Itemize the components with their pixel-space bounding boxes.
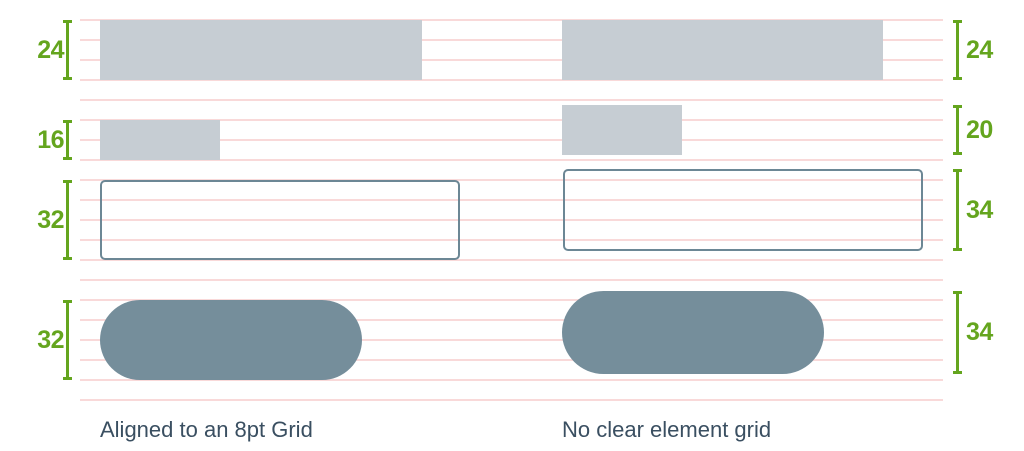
grid-line [80, 39, 943, 41]
right-outlined-rect-34 [563, 169, 923, 251]
right-filled-bar-24 [562, 20, 883, 80]
right-measure-value-1: 24 [966, 35, 993, 64]
right-panel-caption: No clear element grid [562, 417, 772, 442]
grid-line [80, 139, 943, 141]
grid-line [80, 219, 943, 221]
left-measure-value-1: 24 [37, 35, 64, 64]
grid-line [80, 99, 943, 101]
grid-line [80, 359, 943, 361]
left-measure-bracket-1 [63, 20, 72, 80]
grid-line [80, 339, 943, 341]
grid-line [80, 119, 943, 121]
right-measure-bracket-1 [953, 20, 962, 80]
grid-line [80, 399, 943, 401]
left-pill-32 [100, 300, 362, 380]
left-filled-bar-16 [100, 120, 220, 160]
grid-line [80, 259, 943, 261]
grid-line [80, 319, 943, 321]
left-measure-bracket-3 [63, 180, 72, 260]
right-filled-bar-20 [562, 105, 682, 155]
right-measure-value-3: 34 [966, 195, 993, 224]
right-measure-bracket-2 [953, 105, 962, 155]
grid-line [80, 199, 943, 201]
right-measure-bracket-4 [953, 291, 962, 374]
grid-line [80, 239, 943, 241]
left-measure-bracket-2 [63, 120, 72, 160]
grid-line [80, 279, 943, 281]
left-measure-value-3: 32 [37, 205, 64, 234]
left-panel-caption: Aligned to an 8pt Grid [100, 417, 313, 442]
left-filled-bar-24 [100, 20, 422, 80]
left-measure-bracket-4 [63, 300, 72, 380]
grid-line [80, 59, 943, 61]
grid-line [80, 19, 943, 21]
grid-line [80, 379, 943, 381]
grid-line [80, 179, 943, 181]
right-measure-value-4: 34 [966, 318, 993, 346]
right-measure-bracket-3 [953, 169, 962, 251]
grid-line [80, 159, 943, 161]
left-measure-value-4: 32 [37, 325, 64, 354]
left-measure-value-2: 16 [37, 125, 64, 154]
right-measure-value-2: 20 [966, 115, 993, 144]
grid-line [80, 299, 943, 301]
grid-line [80, 79, 943, 81]
right-pill-34 [562, 291, 824, 374]
left-outlined-rect-32 [100, 180, 460, 260]
